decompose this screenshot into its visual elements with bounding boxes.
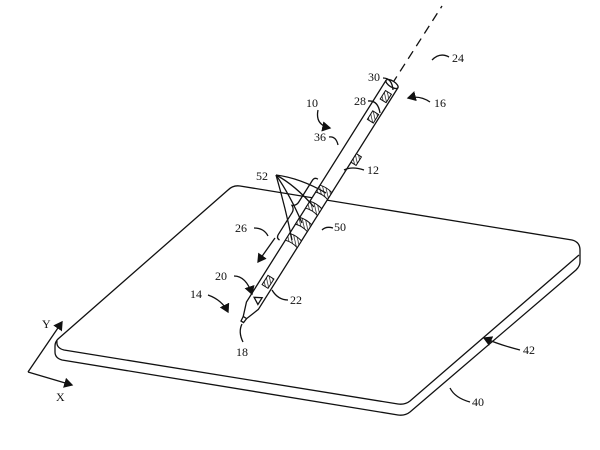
component-30 <box>379 89 393 104</box>
label-x-axis: X <box>56 390 65 404</box>
stylus-axis-line <box>391 5 443 85</box>
label-12: 12 <box>367 163 379 177</box>
tablet-device <box>54 185 581 416</box>
label-36: 36 <box>314 130 326 144</box>
label-10: 10 <box>306 96 318 110</box>
label-50: 50 <box>334 220 346 234</box>
bracket-50 <box>276 177 319 241</box>
label-40: 40 <box>472 395 484 409</box>
component-28 <box>366 110 380 124</box>
label-y-axis: Y <box>42 317 51 331</box>
label-18: 18 <box>236 345 248 359</box>
xy-axes <box>27 320 74 388</box>
label-42: 42 <box>523 343 535 357</box>
component-36 <box>350 153 363 167</box>
leader-lines <box>207 54 521 403</box>
reference-labels: 24 30 16 28 10 36 12 52 26 50 20 14 22 1… <box>42 51 535 409</box>
label-24: 24 <box>452 51 464 65</box>
label-16: 16 <box>434 96 446 110</box>
component-20 <box>253 296 264 306</box>
label-52: 52 <box>256 169 268 183</box>
component-22 <box>261 274 275 290</box>
label-26: 26 <box>235 221 247 235</box>
label-14: 14 <box>190 287 202 301</box>
label-28: 28 <box>354 94 366 108</box>
label-30: 30 <box>368 70 380 84</box>
label-22: 22 <box>290 293 302 307</box>
label-20: 20 <box>215 269 227 283</box>
